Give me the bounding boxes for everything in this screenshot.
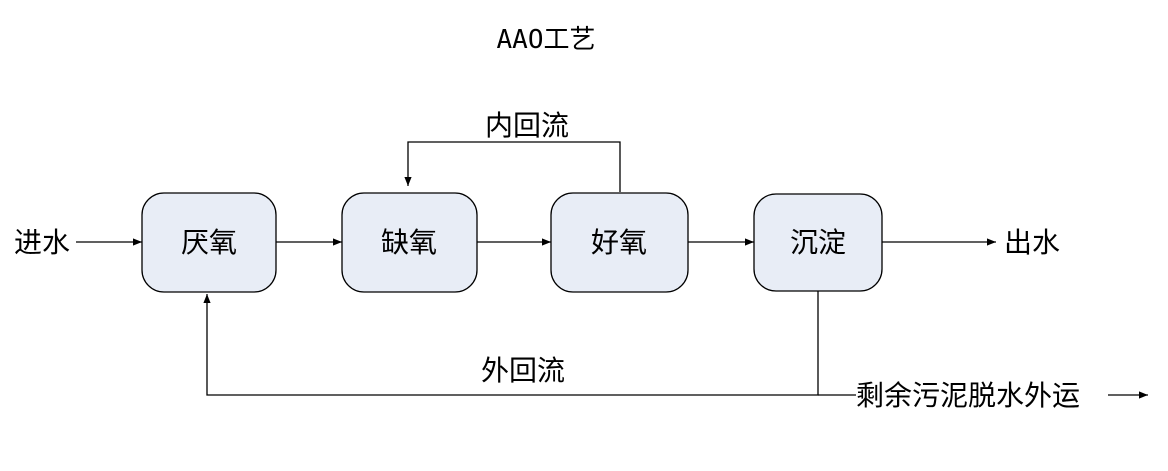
external-recycle-label: 外回流 xyxy=(481,354,565,387)
stage-settling-label: 沉淀 xyxy=(790,226,846,259)
inflow-label: 进水 xyxy=(14,226,70,259)
external-recycle-line xyxy=(203,291,819,396)
stage-anoxic: 缺氧 xyxy=(341,192,478,293)
internal-recycle-line xyxy=(404,141,621,192)
stage-aerobic-label: 好氧 xyxy=(591,226,647,259)
stage-aerobic: 好氧 xyxy=(550,192,689,293)
diagram-title: AAO工艺 xyxy=(497,25,596,55)
sludge-label: 剩余污泥脱水外运 xyxy=(856,379,1080,412)
stage-anaerobic: 厌氧 xyxy=(141,192,277,293)
internal-recycle-label: 内回流 xyxy=(485,109,569,142)
stage-anoxic-label: 缺氧 xyxy=(381,226,437,259)
stage-anaerobic-label: 厌氧 xyxy=(181,226,237,259)
outflow-label: 出水 xyxy=(1004,226,1060,259)
stage-settling: 沉淀 xyxy=(753,193,883,292)
